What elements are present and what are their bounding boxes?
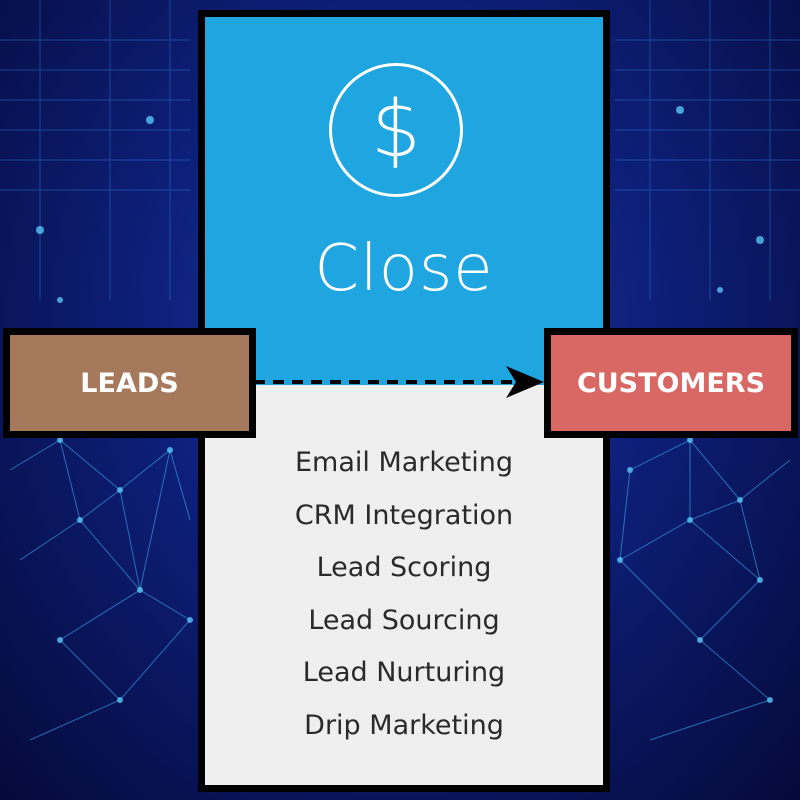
dollar-icon: $ xyxy=(329,63,463,197)
activity-item: Lead Scoring xyxy=(316,552,492,583)
arrow-head-icon xyxy=(506,366,544,398)
customers-label: CUSTOMERS xyxy=(576,367,766,399)
leads-label: LEADS xyxy=(80,367,179,399)
activity-item: Lead Sourcing xyxy=(308,604,500,636)
activity-list: Email Marketing CRM Integration Lead Sco… xyxy=(205,440,603,755)
dollar-sign-glyph: $ xyxy=(371,85,421,175)
activity-item: Drip Marketing xyxy=(304,709,504,741)
leads-node: LEADS xyxy=(3,328,256,438)
stage-activities-panel xyxy=(205,385,603,785)
flow-arrow xyxy=(254,366,544,398)
activity-item: CRM Integration xyxy=(294,499,514,531)
activity-item: Lead Nurturing xyxy=(302,657,506,688)
activity-item: Email Marketing xyxy=(294,447,514,478)
customers-node: CUSTOMERS xyxy=(544,328,798,438)
stage-title: Close xyxy=(314,232,494,306)
